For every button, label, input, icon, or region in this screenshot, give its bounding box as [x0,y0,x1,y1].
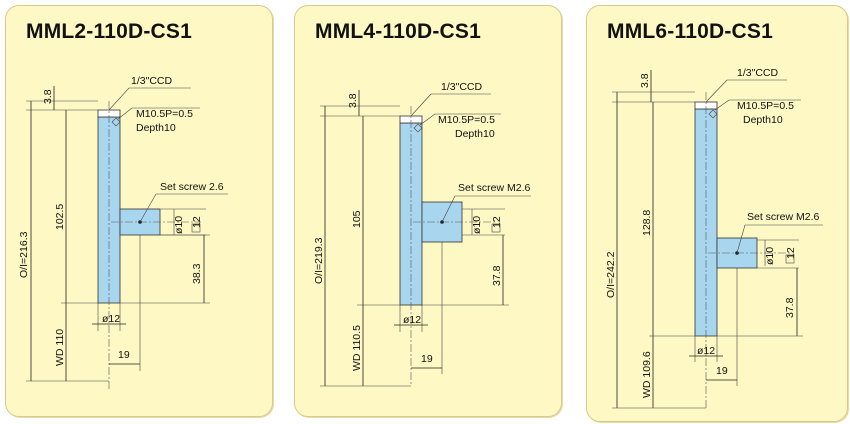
thread-label: M10.5P=0.5 [438,114,495,126]
ccd-offset-label: 3.8 [42,89,54,104]
thread-mark [111,117,121,127]
oi-label: O/I=216.3 [18,231,30,278]
upper-length-label: 105 [351,210,363,228]
set-screw-leader [139,193,157,223]
thread-mark [413,123,423,133]
set-screw-label: Set screw M2.6 [458,182,531,194]
port-square-label: 12 [491,216,503,228]
side-offset-label: 19 [118,349,130,361]
thread-label: M10.5P=0.5 [737,100,794,112]
thread-mark [708,109,718,119]
thread-leader [117,107,133,120]
port-diameter-label: ø10 [471,216,483,234]
lens-drawing: 1/3"CCD M10.5P=0.5 Depth10 Set screw 2.6… [18,75,228,391]
oi-label: O/I=242.2 [605,251,617,298]
set-screw-label: Set screw M2.6 [747,211,820,223]
set-screw-label: Set screw 2.6 [160,181,224,193]
lens-drawing: 1/3"CCD M10.5P=0.5 Depth10 Set screw M2.… [313,81,531,387]
ccd-offset-label: 3.8 [347,93,359,108]
port-diameter-label: ø10 [764,247,776,265]
lower-offset-label: 38.3 [191,263,203,284]
tube-diameter-label: ø12 [102,313,120,325]
square-symbol [191,223,201,233]
ccd-label: 1/3"CCD [737,67,778,79]
depth-label: Depth10 [136,122,176,134]
lens-panel-mml2: MML2-110D-CS1 1/3"CCD M10.5P=0.5 Depth10… [5,5,273,417]
ccd-offset-label: 3.8 [639,73,651,88]
thread-label: M10.5P=0.5 [136,108,193,120]
ccd-leader [108,87,130,111]
thread-leader [714,99,730,111]
port-square-label: 12 [785,247,797,259]
panel-title: MML4-110D-CS1 [315,20,481,43]
wd-label: WD 110.5 [351,325,363,371]
panel-title: MML2-110D-CS1 [26,20,192,43]
side-offset-label: 19 [421,353,433,365]
square-symbol [785,254,795,264]
thread-leader [419,113,436,126]
tube-diameter-label: ø12 [403,314,421,326]
lower-offset-label: 37.8 [491,265,503,286]
ccd-label: 1/3"CCD [131,75,172,87]
ccd-leader [410,93,432,117]
upper-length-label: 102.5 [54,204,66,230]
wd-label: WD 110 [54,329,66,366]
lens-drawing: 1/3"CCD M10.5P=0.5 Depth10 Set screw M2.… [605,67,823,409]
ccd-label: 1/3"CCD [441,81,482,93]
set-screw-leader [441,195,456,223]
panel-title: MML6-110D-CS1 [607,20,773,43]
side-offset-label: 19 [716,365,728,377]
lens-panel-mml4: MML4-110D-CS1 1/3"CCD M10.5P=0.5 Depth10… [294,5,562,417]
lower-offset-label: 37.8 [784,297,796,318]
port-square-label: 12 [191,216,203,228]
upper-length-label: 128.8 [641,210,653,236]
set-screw-leader [736,224,746,254]
port-diameter-label: ø10 [173,216,185,234]
wd-label: WD 109.6 [641,351,653,398]
oi-label: O/I=219.3 [313,237,325,284]
ccd-leader [705,79,728,103]
depth-label: Depth10 [743,114,783,126]
lens-panel-mml6: MML6-110D-CS1 1/3"CCD M10.5P=0.5 Depth10… [586,5,848,422]
tube-diameter-label: ø12 [697,345,715,357]
square-symbol [491,223,501,233]
depth-label: Depth10 [455,128,495,140]
